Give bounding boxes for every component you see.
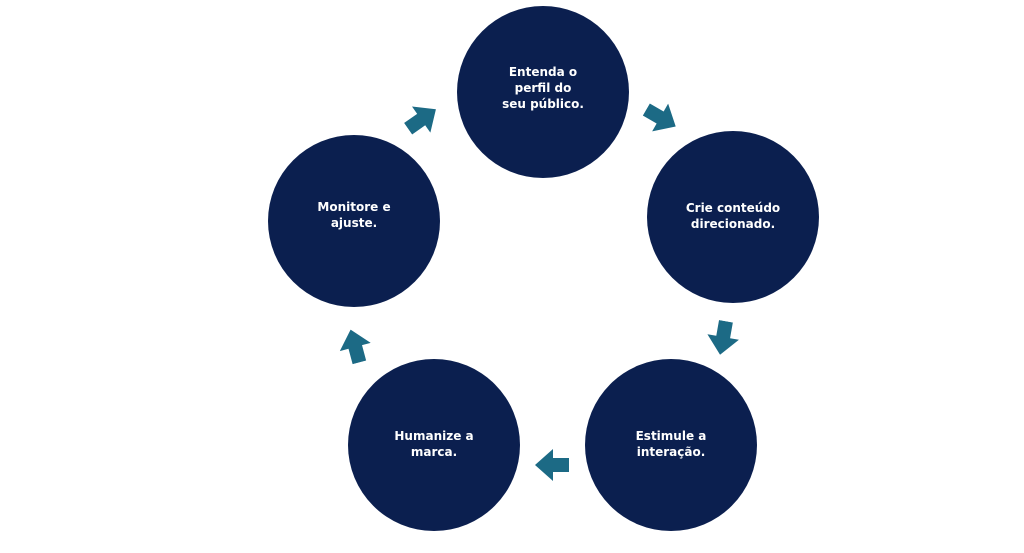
cycle-node-monitor-adjust: Monitore e ajuste.	[268, 135, 440, 307]
node-label: Estimule a interação.	[635, 429, 707, 459]
cycle-node-stimulate-interaction: Estimule a interação.	[585, 359, 757, 531]
cycle-node-humanize-brand: Humanize a marca.	[348, 359, 520, 531]
node-label: Monitore e ajuste.	[317, 200, 391, 230]
arrow-right-icon	[399, 96, 445, 142]
node-label: Entenda o perfil do seu público.	[502, 65, 584, 111]
arrow-right-icon	[638, 96, 683, 141]
cycle-node-create-content: Crie conteúdo direcionado.	[647, 131, 819, 303]
arrow-right-icon	[335, 325, 375, 366]
node-label: Crie conteúdo direcionado.	[685, 201, 781, 231]
node-label: Humanize a marca.	[394, 429, 474, 459]
arrow-right-icon	[704, 318, 741, 357]
arrow-right-icon	[535, 449, 569, 481]
cycle-node-understand-audience: Entenda o perfil do seu público.	[457, 6, 629, 178]
